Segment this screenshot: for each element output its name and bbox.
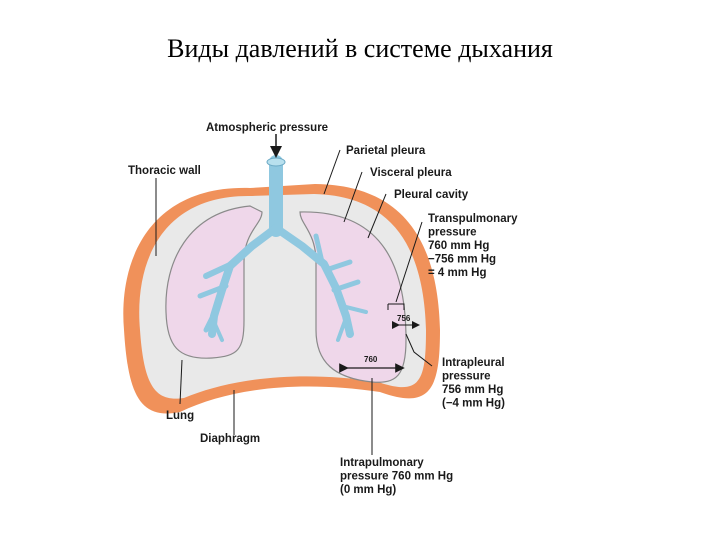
slide-title: Виды давлений в системе дыхания	[167, 34, 553, 63]
transpulmonary-label: Transpulmonary pressure 760 mm Hg −756 m…	[428, 213, 521, 279]
intrapleural-label: Intrapleural pressure 756 mm Hg (−4 mm H…	[442, 357, 508, 410]
leader-lines	[155, 149, 433, 455]
thoracic-wall-label: Thoracic wall	[128, 165, 201, 177]
pleural-cavity-label: Pleural cavity	[394, 189, 469, 201]
atmospheric-pressure-label: Atmospheric pressure	[206, 122, 328, 134]
trachea-opening	[266, 157, 286, 167]
value-760-label: 760	[364, 355, 378, 364]
value-756-label: 756	[397, 314, 411, 323]
visceral-pleura-label: Visceral pleura	[370, 167, 452, 179]
airway	[197, 155, 368, 342]
intrapulmonary-label: Intrapulmonary pressure 760 mm Hg (0 mm …	[340, 457, 456, 496]
lung-label: Lung	[166, 410, 194, 422]
parietal-pleura-label: Parietal pleura	[346, 145, 426, 157]
diaphragm-label: Diaphragm	[200, 433, 260, 445]
transpulmonary-bracket	[387, 303, 405, 310]
